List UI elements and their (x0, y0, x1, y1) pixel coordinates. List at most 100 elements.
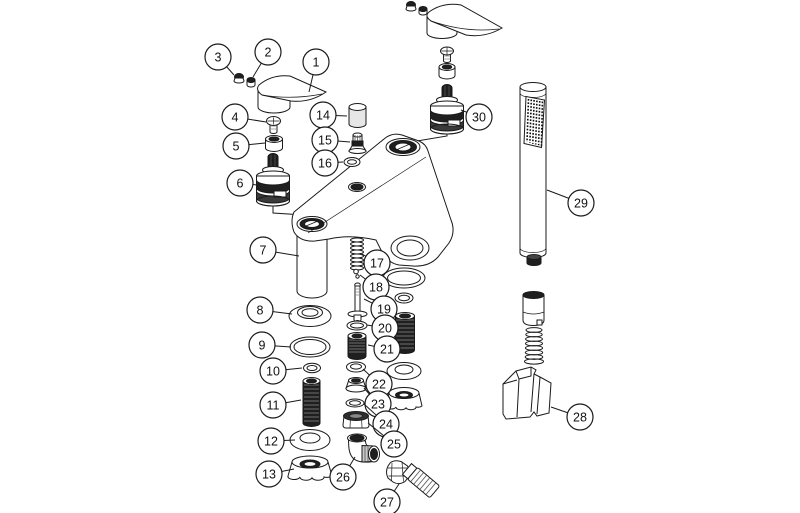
callout-circle (566, 403, 594, 431)
backnut-right (385, 387, 423, 411)
threaded-tube-right (395, 312, 415, 354)
callout-circle (311, 149, 339, 177)
callout-4: 4 (221, 103, 267, 131)
backnut-left (287, 455, 333, 481)
callout-number: 3 (215, 51, 222, 65)
callout-circle (373, 488, 401, 513)
hot-indicator-cap (233, 73, 245, 84)
callout-number: 17 (370, 257, 384, 271)
callout-circle (254, 38, 282, 66)
flange-escutcheon (288, 305, 332, 327)
callout-5: 5 (222, 132, 266, 160)
threaded-tube-left (302, 377, 321, 427)
callout-17: 17 (361, 249, 391, 277)
diverter-shroud (348, 103, 367, 128)
callout-10: 10 (259, 357, 303, 385)
callout-number: 1 (313, 56, 320, 70)
callout-18: 18 (359, 273, 390, 301)
o-ring-small-middle (345, 398, 365, 408)
hex-nut (342, 411, 370, 429)
diverter-balls (353, 268, 360, 279)
callout-8: 8 (246, 296, 293, 324)
callout-2: 2 (252, 38, 282, 78)
callout-number: 24 (379, 418, 393, 432)
nozzle-dots (526, 98, 544, 146)
callout-number: 4 (232, 111, 239, 125)
mounting-washer-left (289, 429, 331, 451)
callout-number: 25 (387, 438, 401, 452)
handle-bush-right (438, 63, 456, 80)
callout-11: 11 (259, 391, 302, 419)
callout-layer: 1234567891011121314151617181920212223242… (204, 38, 595, 513)
callout-14: 14 (309, 101, 348, 129)
callout-number: 19 (377, 303, 391, 317)
callout-number: 11 (267, 399, 280, 413)
callout-28: 28 (550, 403, 594, 431)
callout-number: 28 (573, 411, 587, 425)
washer-middle (346, 361, 366, 373)
hose-connector (522, 291, 545, 327)
callout-25: 25 (367, 422, 408, 458)
callout-number: 5 (233, 140, 240, 154)
callout-circle (221, 103, 249, 131)
callout-circle (380, 430, 408, 458)
callout-circle (226, 169, 254, 197)
diverter-rod (347, 282, 368, 323)
callout-21: 21 (367, 335, 401, 363)
callout-circle (204, 43, 232, 71)
callout-circle (255, 460, 283, 488)
mounting-washer-right (386, 362, 422, 380)
callout-number: 18 (369, 281, 383, 295)
callout-15: 15 (311, 126, 351, 154)
callout-number: 7 (260, 244, 267, 258)
cartridge-right (430, 84, 464, 135)
callout-number: 21 (380, 343, 394, 357)
diverter-o-ring (343, 157, 361, 167)
callout-number: 13 (262, 468, 276, 482)
callout-7: 7 (249, 236, 300, 264)
callout-26: 26 (329, 456, 357, 491)
callout-number: 14 (316, 109, 330, 123)
callout-27: 27 (373, 483, 401, 513)
o-ring-left (303, 362, 321, 374)
outlet-cap (345, 377, 367, 393)
callout-number: 26 (336, 471, 350, 485)
wall-bracket (502, 366, 552, 420)
handle-screw-left (266, 116, 281, 134)
callout-3: 3 (204, 43, 235, 76)
callout-13: 13 (255, 460, 295, 488)
callout-number: 20 (378, 322, 392, 336)
callout-circle (248, 331, 276, 359)
callout-number: 16 (318, 157, 332, 171)
callout-circle (257, 427, 285, 455)
callout-circle (246, 296, 274, 324)
callout-circle (329, 463, 357, 491)
diverter-insert (348, 132, 367, 154)
callout-circle (259, 357, 287, 385)
callout-circle (259, 391, 287, 419)
callout-12: 12 (257, 427, 296, 455)
callout-number: 23 (371, 398, 385, 412)
callout-number: 22 (372, 378, 386, 392)
diverter-spring (350, 237, 364, 271)
callout-number: 2 (265, 46, 272, 60)
callout-number: 10 (266, 365, 280, 379)
callout-1: 1 (302, 48, 330, 93)
lever-handle-left (257, 75, 328, 114)
gasket-right (382, 267, 426, 289)
callout-number: 8 (257, 304, 264, 318)
callout-16: 16 (311, 149, 344, 177)
handle-index-button-right (418, 6, 428, 16)
callout-circle (465, 103, 493, 131)
callout-circle (567, 189, 595, 217)
callout-number: 12 (264, 435, 278, 449)
handle-screw-right (440, 46, 454, 63)
callout-circle (222, 132, 250, 160)
cartridge-left (256, 153, 290, 207)
tap-body (291, 133, 454, 299)
callout-20: 20 (366, 314, 399, 342)
callout-6: 6 (226, 169, 258, 197)
callout-9: 9 (248, 331, 292, 359)
callout-number: 29 (574, 197, 588, 211)
